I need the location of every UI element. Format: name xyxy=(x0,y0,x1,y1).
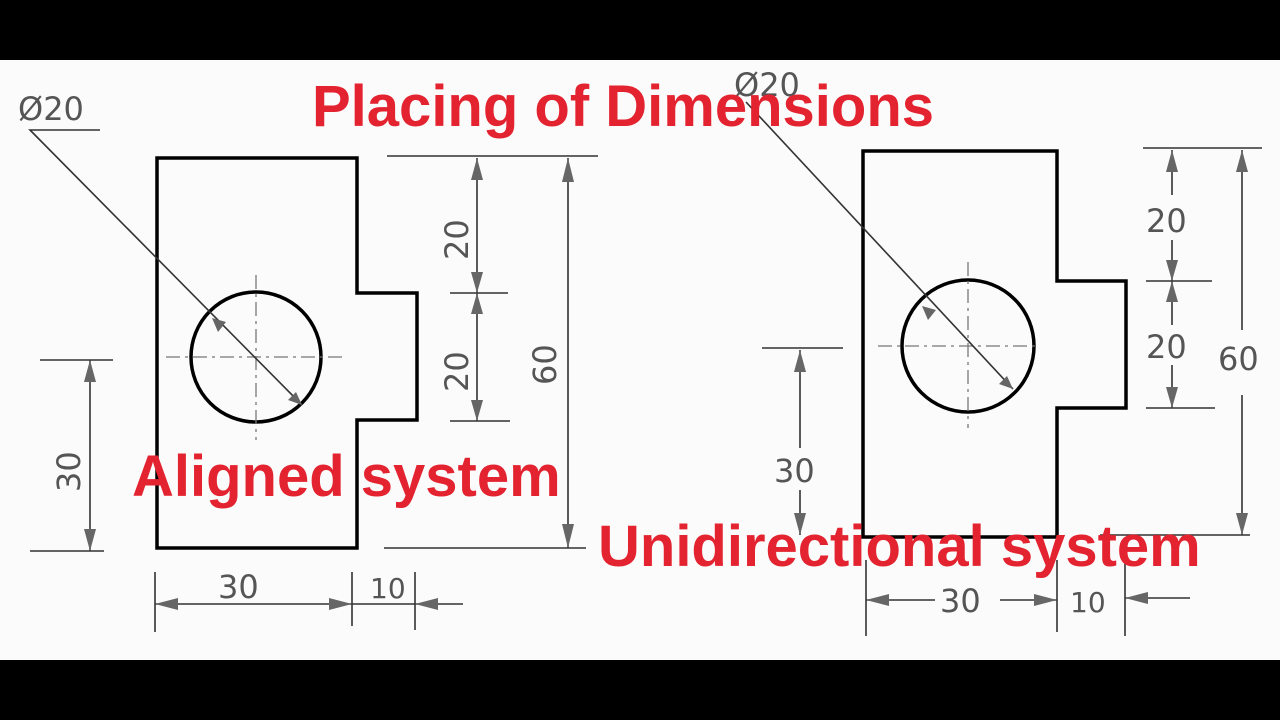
uni-arrow xyxy=(1034,594,1057,606)
uni-part-outline xyxy=(861,149,1128,539)
aligned-arrow xyxy=(84,360,96,382)
uni-arrow xyxy=(794,513,806,535)
aligned-arrow xyxy=(562,158,574,182)
aligned-part-outline xyxy=(155,156,419,550)
aligned-dim-30-bottom: 30 xyxy=(218,568,259,606)
uni-arrow xyxy=(1236,513,1248,535)
aligned-arrow xyxy=(84,529,96,551)
main-title: Placing of Dimensions xyxy=(312,74,934,139)
aligned-leader-arrow-end xyxy=(288,392,302,405)
aligned-arrow xyxy=(329,598,352,610)
uni-arrow xyxy=(1166,150,1178,172)
aligned-drawing: Ø20 20 20 60 30 xyxy=(18,90,598,632)
uni-arrow xyxy=(1236,150,1248,172)
uni-dim-30-left: 30 xyxy=(774,452,815,490)
aligned-arrow xyxy=(415,598,438,610)
uni-dim-10: 10 xyxy=(1070,586,1106,619)
aligned-diameter-leader xyxy=(28,129,303,406)
aligned-diameter-label: Ø20 xyxy=(18,90,84,128)
aligned-arrow xyxy=(471,400,483,421)
uni-arrow xyxy=(1166,387,1178,408)
aligned-arrow xyxy=(562,524,574,548)
drawing-paper xyxy=(0,60,1280,660)
aligned-dim-60: 60 xyxy=(526,344,564,385)
uni-leader-arrow-start xyxy=(922,306,936,320)
aligned-system-caption: Aligned system xyxy=(132,444,561,509)
uni-arrow xyxy=(866,594,889,606)
aligned-dim-20-mid: 20 xyxy=(438,351,476,392)
aligned-arrow xyxy=(471,158,483,180)
uni-diameter-label: Ø20 xyxy=(734,66,800,104)
uni-arrow xyxy=(1166,281,1178,302)
aligned-arrow xyxy=(155,598,178,610)
uni-dim-30-bottom: 30 xyxy=(940,582,981,620)
aligned-arrow xyxy=(471,293,483,314)
aligned-dim-20-top: 20 xyxy=(438,219,476,260)
uni-leader-arrow-end xyxy=(999,376,1013,389)
uni-dim-20-top: 20 xyxy=(1146,202,1187,240)
uni-diameter-leader xyxy=(745,101,1014,390)
uni-dim-60: 60 xyxy=(1218,340,1259,378)
uni-arrow xyxy=(1166,260,1178,281)
aligned-dim-10: 10 xyxy=(370,572,406,605)
unidirectional-system-caption: Unidirectional system xyxy=(598,514,1201,579)
uni-dim-20-mid: 20 xyxy=(1146,328,1187,366)
aligned-arrow xyxy=(471,272,483,293)
uni-arrow xyxy=(794,350,806,372)
aligned-dim-30-left: 30 xyxy=(50,451,88,492)
uni-arrow xyxy=(1125,592,1148,604)
aligned-leader-arrow-start xyxy=(212,318,226,332)
unidirectional-drawing: Ø20 20 20 60 xyxy=(734,66,1262,636)
